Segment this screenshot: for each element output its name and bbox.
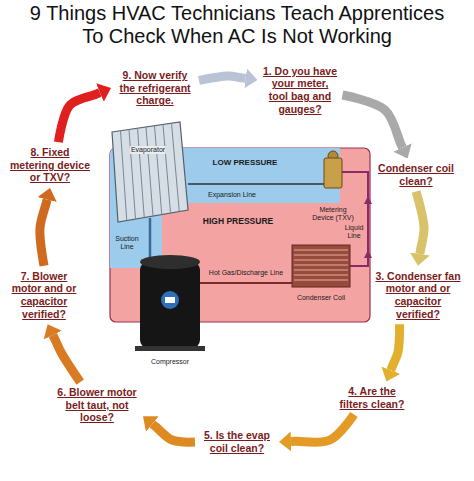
evaporator-body (112, 122, 188, 222)
condenser-tubes (294, 250, 348, 280)
step-node: 1. Do you have your meter, tool bag and … (262, 65, 339, 115)
flow-arrow (291, 415, 354, 443)
evaporator-fin (146, 127, 153, 216)
part-label: Hot Gas/Discharge Line (208, 269, 284, 277)
flow-arrow (152, 424, 195, 442)
expansion-line (188, 183, 324, 185)
compressor-logo (161, 291, 179, 309)
flow-arrow (343, 95, 403, 147)
step-text: Condenser coil clean? (374, 162, 458, 187)
flow-arrow (53, 335, 80, 382)
evaporator-fin (172, 123, 180, 211)
step-text: 5. Is the evap coil clean? (199, 429, 275, 454)
discharge-line (200, 282, 292, 284)
evaporator-fin (129, 130, 136, 220)
step-node: Condenser coil clean? (374, 162, 458, 187)
step-node: 9. Now verify the refrigerant charge. (115, 69, 195, 107)
compressor-top (140, 255, 200, 269)
step-text: 4. Are the filters clean? (336, 385, 408, 410)
part-label: LOW PRESSURE (212, 158, 279, 167)
part-label: Evaporator (130, 146, 166, 154)
step-node: 4. Are the filters clean? (336, 385, 408, 410)
flow-arrow (58, 93, 100, 143)
flow-direction-mark (364, 250, 372, 258)
step-text: 3. Condenser fan motor and or capacitor … (372, 270, 464, 320)
flow-arrow (391, 324, 400, 370)
evaporator-fin (121, 131, 127, 221)
compressor-logo-mark (165, 297, 175, 303)
condenser-coil (292, 245, 350, 287)
valve-body (324, 158, 342, 188)
part-label: Expansion Line (207, 191, 257, 199)
flow-arrow (40, 200, 47, 266)
step-node: 5. Is the evap coil clean? (199, 429, 275, 454)
flow-arrow (199, 76, 246, 80)
step-node: 8. Fixed metering device or TXV? (8, 146, 92, 184)
step-node: 7. Blower motor and or capacitor verifie… (8, 270, 80, 320)
part-label: Metering Device (TXV) (307, 206, 359, 222)
evaporator-fin (163, 125, 171, 214)
evaporator-fin (138, 128, 145, 217)
condenser-body (292, 245, 350, 287)
step-text: 8. Fixed metering device or TXV? (8, 146, 92, 184)
flow-arrow (416, 192, 424, 254)
flow-direction-mark (364, 196, 372, 204)
part-label: Condenser Coil (296, 294, 346, 302)
step-text: 1. Do you have your meter, tool bag and … (262, 65, 339, 115)
evaporator-fin (155, 126, 162, 215)
step-text: 7. Blower motor and or capacitor verifie… (8, 270, 80, 320)
part-label: Compressor (150, 358, 190, 366)
metering-device (324, 151, 342, 188)
compressor-shell (140, 262, 200, 348)
title: 9 Things HVAC Technicians Teach Apprenti… (19, 2, 455, 48)
compressor-base (135, 346, 205, 351)
part-label: HIGH PRESSURE (202, 217, 274, 227)
evaporator-coil (112, 122, 188, 222)
step-text: 6. Blower motor belt taut, not loose? (55, 386, 139, 424)
part-label: Suction Line (112, 235, 142, 251)
suction-line (149, 218, 152, 258)
step-text: 9. Now verify the refrigerant charge. (115, 69, 195, 107)
compressor (135, 255, 205, 351)
step-node: 6. Blower motor belt taut, not loose? (55, 386, 139, 424)
step-node: 3. Condenser fan motor and or capacitor … (372, 270, 464, 320)
part-label: Liquid Line (342, 224, 366, 240)
